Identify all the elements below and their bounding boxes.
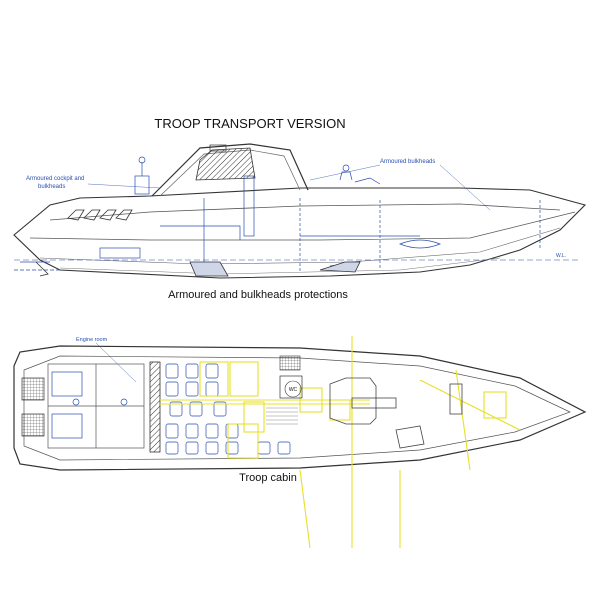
stern-grilles	[21, 377, 45, 437]
engine-room	[47, 363, 145, 449]
profile-caption: Armoured and bulkheads protections	[168, 289, 348, 301]
label-engine-room: Engine room	[76, 337, 108, 343]
leader-bulkheads-2	[439, 164, 491, 211]
wc-circle	[284, 380, 302, 398]
cabin-window	[195, 147, 256, 181]
label-armoured-cockpit: Armoured cockpit and	[26, 176, 84, 182]
stairs	[266, 407, 298, 425]
plan-bulkhead	[149, 361, 161, 453]
profile-view: W.L. Armoured cockpit and bulkheads Armo…	[13, 143, 587, 301]
keel-line-2	[59, 257, 501, 275]
plan-caption: Troop cabin	[239, 472, 297, 484]
label-armoured-cockpit-line2: bulkheads	[38, 184, 65, 190]
hull-profile	[13, 187, 587, 279]
cabin-top-hatch	[209, 144, 227, 152]
wc-hatch	[279, 355, 301, 371]
deck-line	[49, 203, 561, 221]
cabin-superstructure	[151, 143, 309, 197]
profile-machinery	[14, 156, 541, 272]
forward-console	[329, 377, 463, 449]
hull-plan	[13, 345, 587, 471]
bow-portholes	[67, 209, 133, 221]
troop-seats	[165, 363, 291, 455]
propulsion	[35, 261, 361, 277]
hull-plan-inner	[23, 355, 571, 461]
plan-view: WC Engine room Troop cabin	[13, 336, 587, 549]
wc-cabinet	[279, 375, 303, 399]
diagram-title: TROOP TRANSPORT VERSION	[154, 116, 345, 131]
leader-engine-room	[95, 342, 137, 383]
leader-cockpit	[87, 183, 161, 189]
waterline-label: W.L.	[556, 253, 566, 259]
wc-label: WC	[289, 387, 298, 393]
leader-bulkheads-1	[309, 164, 381, 181]
chine-line	[29, 211, 576, 241]
yellow-overlay	[160, 336, 521, 549]
label-armoured-bulkheads: Armoured bulkheads	[380, 159, 435, 165]
